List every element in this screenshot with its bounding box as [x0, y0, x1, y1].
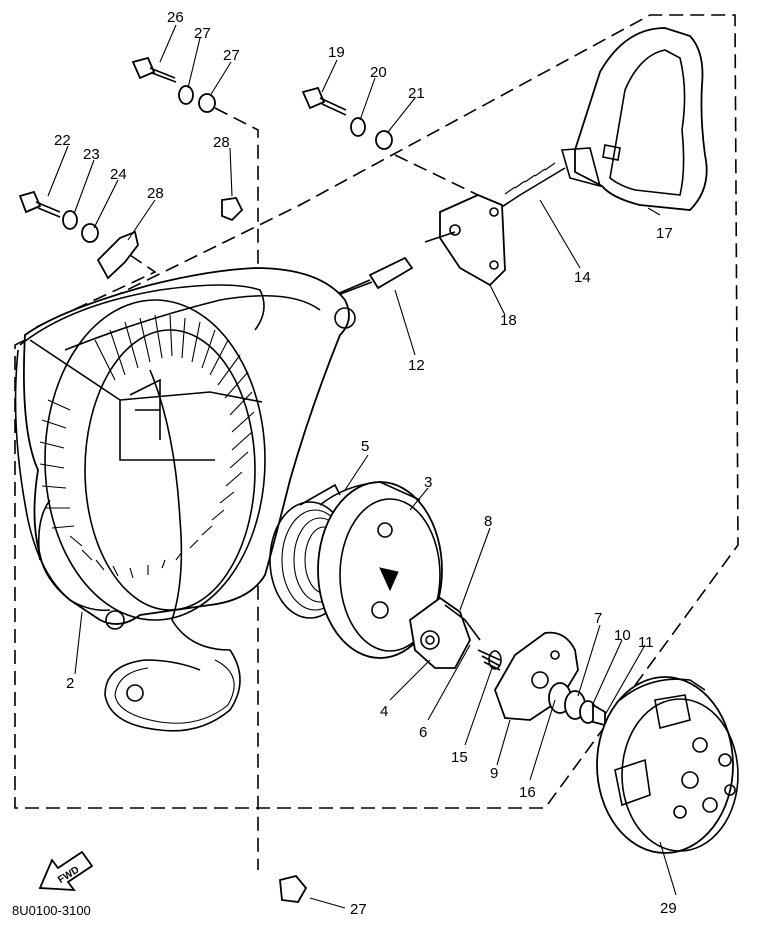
nut-27-upper: [221, 197, 244, 222]
label-9: 9: [490, 765, 498, 782]
washer-20: [375, 130, 393, 150]
label-11: 11: [638, 634, 654, 651]
starter-handle: [560, 27, 708, 211]
bolt-21: [18, 190, 61, 218]
assembly-outline: [14, 14, 739, 809]
drive-pawl: [409, 596, 481, 669]
label-3: 3: [424, 474, 432, 491]
label-26: 27: [223, 47, 240, 64]
label-25: 27: [194, 25, 211, 42]
label-12: 12: [408, 357, 425, 374]
washer-stack: [548, 682, 606, 727]
cable-bracket: [424, 194, 506, 287]
washer-26: [198, 93, 216, 113]
starter-housing: [23, 267, 356, 630]
starter-pulley-cup: [596, 676, 739, 854]
bolt-24: [131, 56, 177, 83]
label-22: 23: [83, 146, 100, 163]
bolt-reference-line-left: [214, 107, 259, 870]
label-24: 26: [167, 9, 184, 26]
cable-end: [329, 256, 414, 299]
washer-23: [81, 223, 99, 243]
label-18: 19: [328, 44, 345, 61]
housing-inner-frame: [29, 339, 263, 461]
diagram-code: 8U0100-3100: [12, 903, 91, 918]
label-28: 28: [147, 185, 164, 202]
label-10: 10: [614, 627, 631, 644]
label-29: 29: [660, 900, 677, 917]
label-15: 16: [519, 784, 536, 801]
label-13: 14: [574, 269, 591, 286]
label-27-upper: 28: [213, 134, 230, 151]
washer-25: [178, 85, 194, 105]
label-17: 18: [500, 312, 517, 329]
label-8: 8: [484, 513, 492, 530]
label-16: 17: [656, 225, 673, 242]
leader-lines: [47, 24, 677, 909]
nut-27-lower: [279, 874, 308, 903]
label-2: 2: [66, 675, 74, 692]
label-7: 7: [594, 610, 602, 627]
rope-drum: [317, 481, 443, 659]
label-19: 20: [370, 64, 387, 81]
washer-22: [62, 210, 78, 230]
starter-rope: [104, 369, 241, 732]
label-27-lower: 27: [350, 901, 367, 918]
bolt-18: [301, 86, 347, 116]
bolt-reference-line-right: [394, 154, 481, 197]
washer-19: [350, 117, 366, 137]
fwd-arrow-icon: FWD: [38, 850, 94, 892]
label-23: 24: [110, 166, 127, 183]
label-14: 15: [451, 749, 468, 766]
pawl-spring: [477, 649, 502, 671]
label-20: 21: [408, 85, 425, 102]
bolt-reference-line-28: [29, 254, 157, 331]
label-5: 5: [361, 438, 369, 455]
label-6: 6: [419, 724, 427, 741]
plate-28: [96, 230, 139, 280]
label-21: 22: [54, 132, 71, 149]
label-4: 4: [380, 703, 388, 720]
housing-gasket: [14, 284, 265, 612]
